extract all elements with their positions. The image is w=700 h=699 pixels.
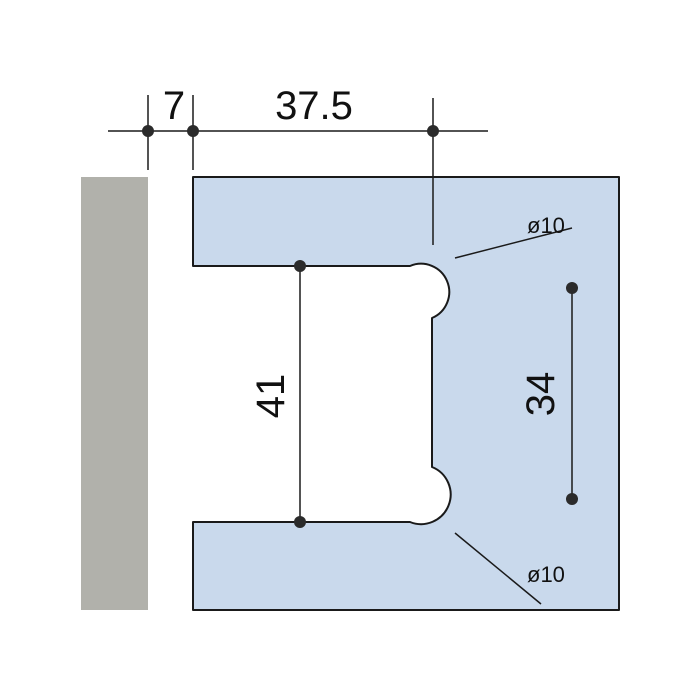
hole-top-label: ø10 [527, 213, 565, 238]
cutout-height-label: 41 [249, 374, 293, 419]
hole-bottom-label: ø10 [527, 562, 565, 587]
hole-top-leader [454, 227, 573, 259]
dimension-dot [566, 493, 578, 505]
dimension-dot [427, 125, 439, 137]
hole-bottom-leader [454, 532, 542, 605]
dimension-dot [294, 516, 306, 528]
hole-spacing-label: 34 [519, 372, 563, 417]
dimension-dot [187, 125, 199, 137]
dimension-dot [566, 282, 578, 294]
gap-dimension-label: 7 [163, 84, 185, 128]
wall-panel [81, 177, 148, 610]
dimension-dot [294, 260, 306, 272]
depth-dimension-label: 37.5 [275, 84, 353, 128]
glass-panel [192, 176, 620, 611]
dimension-dot [142, 125, 154, 137]
